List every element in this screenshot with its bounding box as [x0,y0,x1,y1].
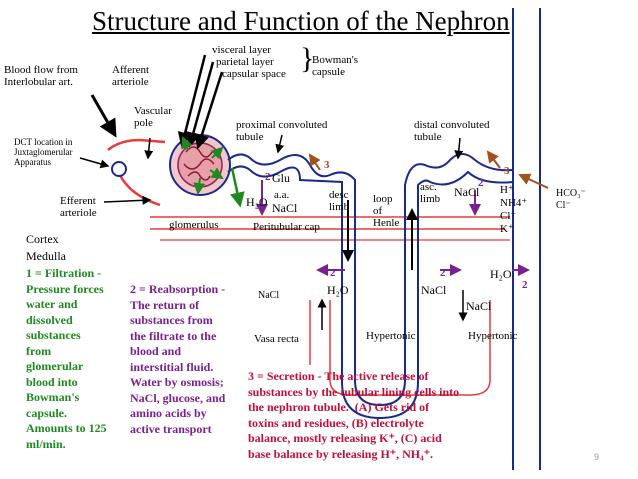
nacl-dct-label: NaCl [454,185,480,199]
page-title: Structure and Function of the Nephron [92,6,510,36]
bowmans-label: Bowman's capsule [312,54,358,78]
blood-flow-label: Blood flow from Interlobular art. [4,64,78,88]
nacl-right-label: NaCl [466,299,492,313]
nacl-pct-label: NaCl [272,201,298,215]
secretion-definition: 3 = Secretion - The active release of su… [248,369,460,461]
peritubular-capillary [150,216,510,230]
bowmans-brace: } [300,42,315,75]
vascular-pole-label: Vascular pole [134,105,172,129]
asc-limb-label: asc. limb [420,181,441,205]
secreted-ions-label: H⁺ NH4⁺ Cl⁻ K⁺ [500,184,528,235]
page-number: 9 [594,452,600,462]
proximal-tubule [227,153,514,407]
collecting-duct [512,8,541,470]
filtration-definition: 1 = Filtration - Pressure forces water a… [26,266,107,451]
reabsorption-number-dct: 2 [478,177,484,189]
nacl-medulla-left-label: NaCl [258,290,280,301]
glomerulus-label: glomerulus [169,219,219,231]
visceral-label: visceral layer [212,44,271,56]
afferent-arteriole [107,138,166,151]
reabsorption-number-collecting: 2 [522,279,528,291]
dct-label: distal convoluted tubule [414,119,490,143]
desc-limb-label: desc limb [329,189,350,213]
reabsorption-number-desc: 2 [330,267,336,279]
reabsorption-definition: 2 = Reabsorption - The return of substan… [130,282,226,436]
vasa-recta [329,300,491,396]
afferent-label: Afferent arteriole [112,64,150,88]
reabsorption-number-pct: 2 [265,171,271,183]
cortex-label: Cortex [26,232,59,246]
h2o-medulla-label: H₂O [327,283,349,297]
amino-acid-label: a.a. [274,189,290,201]
dct-location-circle [111,161,127,177]
hypertonic-label-2: Hypertonic [468,330,518,342]
dct-location-label: DCT location in Juxtaglomerular Apparatu… [14,137,73,167]
secretion-number-pct: 3 [324,159,330,171]
capsular-space-label: capsular space [222,68,286,80]
nacl-medulla-asc-label: NaCl [421,283,447,297]
bicarbonate-label: HCO₃⁻ Cl⁻ [556,188,586,211]
h2o-right-label: H₂O [490,267,512,281]
parietal-label: parietal layer [216,56,274,68]
hypertonic-label-1: Hypertonic [366,330,416,342]
h2o-pct-label: H₂O [246,195,268,209]
reabsorption-number-asc: 2 [440,267,446,279]
efferent-label: Efferent arteriole [60,195,97,219]
efferent-arteriole [118,174,161,207]
glucose-label: Glu [272,171,290,185]
loop-of-henle-label: loop of Henle [373,193,400,229]
peritubular-cap-label: Peritubular cap [253,221,320,233]
pct-label: proximal convoluted tubule [236,119,328,143]
secretion-number-dct: 3 [504,165,510,177]
medulla-label: Medulla [26,249,66,263]
vasa-recta-label: Vasa recta [254,333,299,345]
